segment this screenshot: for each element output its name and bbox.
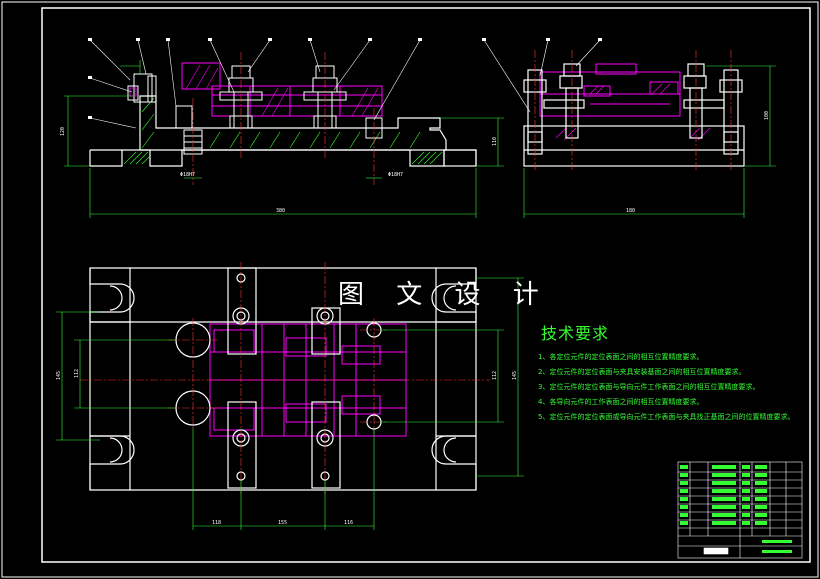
dim-front-height: 120 (60, 127, 66, 136)
dim-plan-bottom-a: 118 (212, 520, 221, 526)
dim-plan-bottom-c: 116 (344, 520, 353, 526)
requirement-item-2: 2、定位元件的定位表面与夹具安装基面之间的相互位置精度要求。 (538, 368, 746, 376)
requirement-item-5: 5、定位元件的定位表面或导向元件工作表面与夹具找正基面之间的位置精度要求。 (538, 413, 795, 421)
dimension-labels: 380 120 110 Φ18H7 Φ18H7 180 100 145 112 … (56, 111, 770, 526)
watermark: 图 文 设 计 (338, 280, 551, 310)
side-view (482, 38, 776, 218)
requirement-item-4: 4、各导向元件的工作表面之间的相互位置精度要求。 (538, 398, 704, 406)
dim-bore-left: Φ18H7 (180, 172, 195, 178)
front-view (64, 38, 504, 218)
title-block (677, 461, 803, 559)
requirement-item-1: 1、各定位元件的定位表面之间的相互位置精度要求。 (538, 353, 704, 361)
dim-plan-bottom-b: 155 (278, 520, 287, 526)
plan-view (56, 262, 524, 530)
dim-front-width: 380 (276, 208, 285, 214)
dim-plan-far: 145 (512, 371, 518, 380)
dim-side-width: 180 (626, 208, 635, 214)
requirements-title: 技术要求 (541, 324, 610, 343)
dim-front-height-right: 110 (492, 137, 498, 146)
title-block-text (680, 465, 792, 553)
requirement-item-3: 3、定位元件的定位表面与导向元件工作表面之间的相互位置精度要求。 (538, 383, 760, 391)
drawing-frame (41, 7, 811, 563)
dim-plan-outer: 145 (56, 371, 62, 380)
dim-plan-inner: 112 (74, 369, 80, 378)
dim-side-height: 100 (764, 111, 770, 120)
dim-bore-right: Φ18H7 (388, 172, 403, 178)
dim-plan-right: 112 (492, 371, 498, 380)
